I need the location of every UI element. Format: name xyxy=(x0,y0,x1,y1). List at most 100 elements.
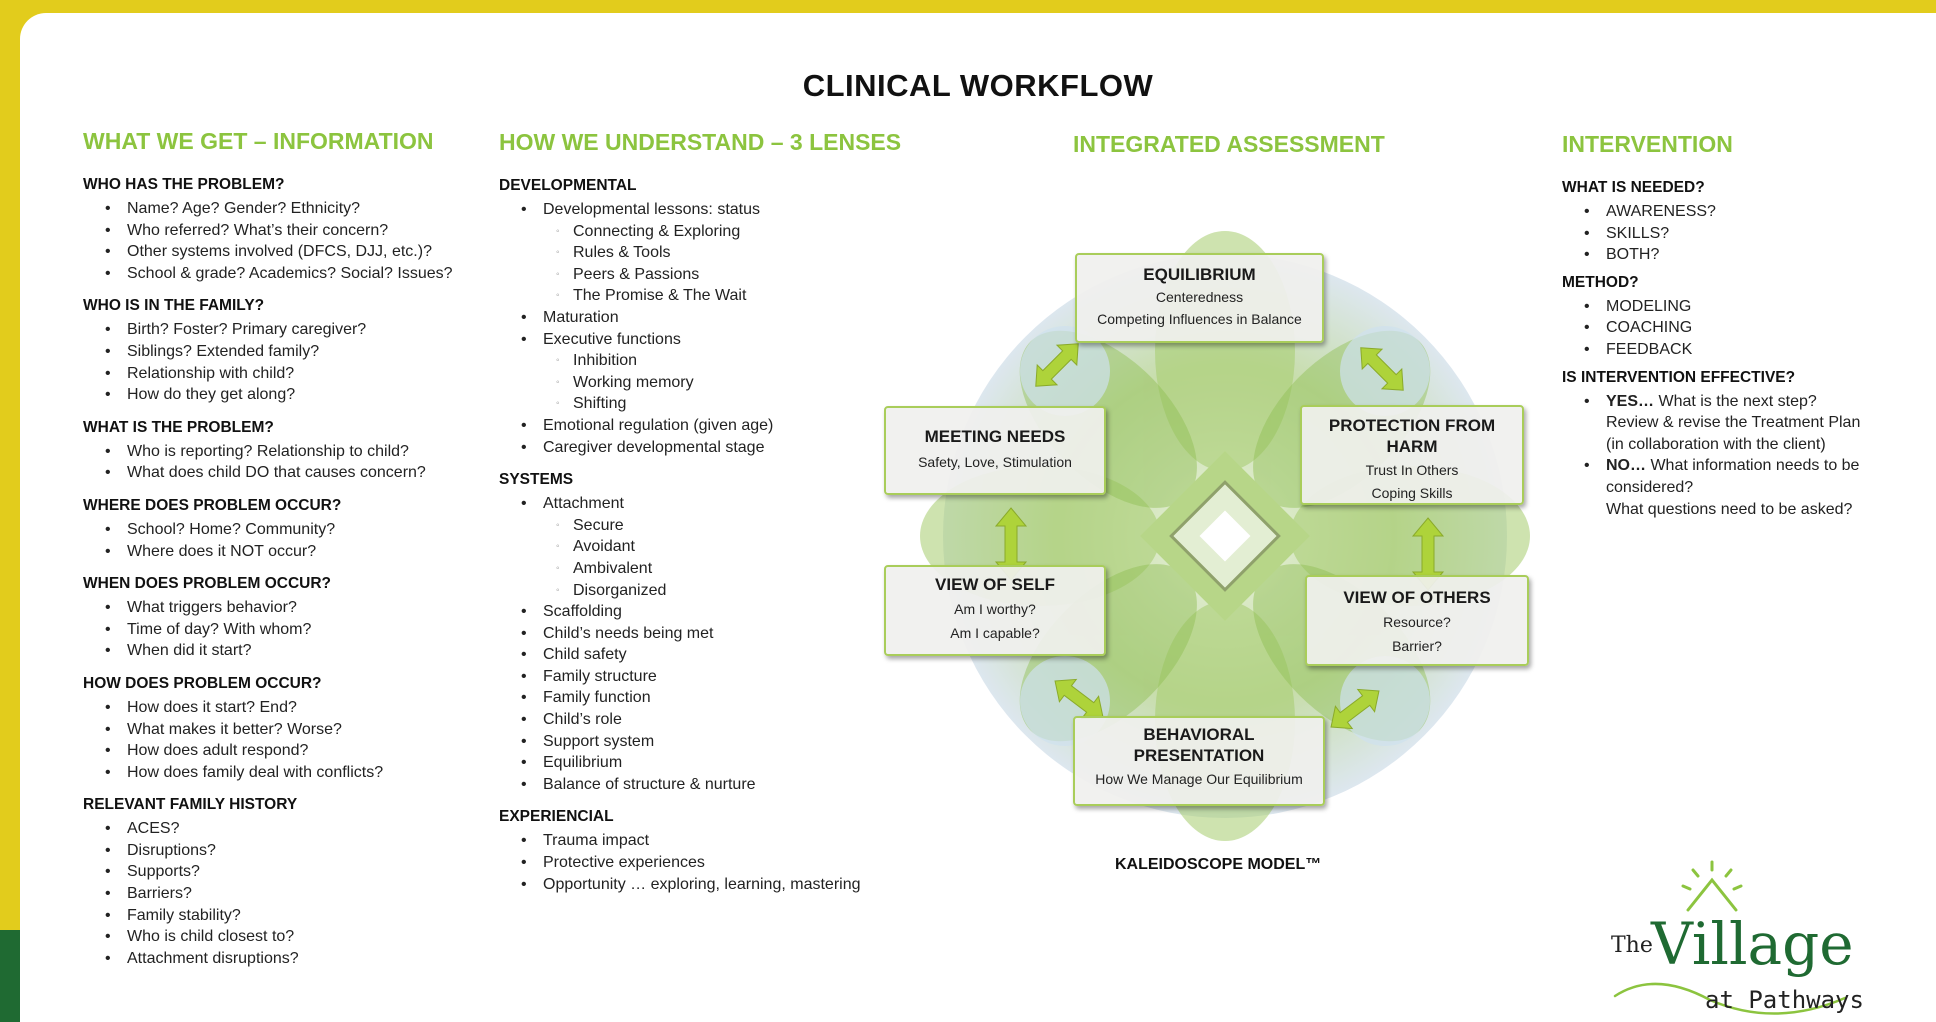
kaleidoscope-model-label: KALEIDOSCOPE MODEL™ xyxy=(1115,856,1322,873)
info-heading: WHAT WE GET – INFORMATION xyxy=(83,128,434,154)
equilibrium-box: EQUILIBRIUM Centeredness Competing Influ… xyxy=(1075,253,1324,343)
list-item: How does it start? End? xyxy=(83,697,453,719)
list-item: What does child DO that causes concern? xyxy=(83,462,453,484)
behavioral-line1: How We Manage Our Equilibrium xyxy=(1095,771,1303,787)
list-item: Attachment xyxy=(499,493,861,515)
protection-line1: Trust In Others xyxy=(1365,462,1459,478)
method-list: MODELING COACHING FEEDBACK xyxy=(1562,296,1860,361)
list-item: AWARENESS? xyxy=(1562,201,1860,223)
list-item: Maturation xyxy=(499,307,861,329)
list-item: Time of day? With whom? xyxy=(83,619,453,641)
protection-line2: Coping Skills xyxy=(1371,485,1453,501)
list-item: Where does it NOT occur? xyxy=(83,541,453,563)
list-item: Child safety xyxy=(499,644,861,666)
info-section-list: ACES?Disruptions?Supports?Barriers?Famil… xyxy=(83,818,453,969)
intervention-heading: INTERVENTION xyxy=(1562,131,1733,157)
list-item: How does adult respond? xyxy=(83,740,453,762)
list-item: What triggers behavior? xyxy=(83,597,453,619)
list-item: How does family deal with conflicts? xyxy=(83,762,453,784)
info-section-title: WHERE DOES PROBLEM OCCUR? xyxy=(83,496,342,514)
meeting-line1: Safety, Love, Stimulation xyxy=(918,454,1072,470)
logo-the: The xyxy=(1611,933,1653,958)
list-item: Working memory xyxy=(499,372,861,394)
intervention-list: WHAT IS NEEDED? AWARENESS? SKILLS? BOTH?… xyxy=(1562,179,1860,533)
arrow-equilibrium-meeting xyxy=(1035,343,1079,387)
list-item: Caregiver developmental stage xyxy=(499,437,861,459)
list-item: Emotional regulation (given age) xyxy=(499,415,861,437)
needed-list: AWARENESS? SKILLS? BOTH? xyxy=(1562,201,1860,266)
behavioral-title1: BEHAVIORAL xyxy=(1143,725,1255,744)
info-section-title: HOW DOES PROBLEM OCCUR? xyxy=(83,674,322,692)
view-self-line1: Am I worthy? xyxy=(954,601,1036,617)
list-item: Disorganized xyxy=(499,580,861,602)
list-item: Family function xyxy=(499,687,861,709)
list-item: Trauma impact xyxy=(499,830,861,852)
protection-box: PROTECTION FROM HARM Trust In Others Cop… xyxy=(1300,405,1524,505)
experiential-title: EXPERIENCIAL xyxy=(499,808,614,826)
list-item-continuation: What questions need to be asked? xyxy=(1606,500,1853,518)
list-item: Family structure xyxy=(499,666,861,688)
info-section-list: Name? Age? Gender? Ethnicity?Who referre… xyxy=(83,198,453,284)
info-section-list: Who is reporting? Relationship to child?… xyxy=(83,441,453,484)
list-item: Inhibition xyxy=(499,350,861,372)
list-item: Disruptions? xyxy=(83,840,453,862)
effective-title: IS INTERVENTION EFFECTIVE? xyxy=(1562,368,1796,386)
list-item: Shifting xyxy=(499,393,861,415)
assessment-heading: INTEGRATED ASSESSMENT xyxy=(1073,131,1385,157)
view-of-others-box: VIEW OF OTHERS Resource? Barrier? xyxy=(1305,575,1529,666)
info-section-list: Birth? Foster? Primary caregiver?Sibling… xyxy=(83,319,453,405)
developmental-title: DEVELOPMENTAL xyxy=(499,177,637,194)
list-item: School & grade? Academics? Social? Issue… xyxy=(83,263,453,285)
list-item: Rules & Tools xyxy=(499,242,861,264)
list-item: Support system xyxy=(499,731,861,753)
list-item: MODELING xyxy=(1562,296,1860,318)
no-label: NO… xyxy=(1606,457,1646,475)
experiential-list: Trauma impact Protective experiences Opp… xyxy=(499,830,861,895)
list-item: When did it start? xyxy=(83,640,453,662)
list-item: Who is child closest to? xyxy=(83,926,453,948)
list-item: Equilibrium xyxy=(499,752,861,774)
info-section-title: WHAT IS THE PROBLEM? xyxy=(83,418,274,436)
list-item-continuation: (in collaboration with the client) xyxy=(1606,435,1826,453)
info-section-list: What triggers behavior?Time of day? With… xyxy=(83,597,453,662)
systems-list: Attachment Secure Avoidant Ambivalent Di… xyxy=(499,493,861,795)
list-item: BOTH? xyxy=(1562,244,1860,266)
list-item: Barriers? xyxy=(83,883,453,905)
info-section-title: WHO IS IN THE FAMILY? xyxy=(83,297,265,315)
equilibrium-title: EQUILIBRIUM xyxy=(1143,265,1256,284)
list-item: Other systems involved (DFCS, DJJ, etc.)… xyxy=(83,241,453,263)
list-item: Avoidant xyxy=(499,536,861,558)
developmental-list: Developmental lessons: status Connecting… xyxy=(499,199,861,458)
needed-title: WHAT IS NEEDED? xyxy=(1562,179,1705,196)
list-item: Child’s role xyxy=(499,709,861,731)
list-item: Who referred? What’s their concern? xyxy=(83,220,453,242)
protection-title1: PROTECTION FROM xyxy=(1328,416,1496,435)
list-item-continuation: considered? xyxy=(1606,478,1694,496)
list-item: FEEDBACK xyxy=(1562,339,1860,361)
view-others-line2: Barrier? xyxy=(1392,638,1442,654)
list-item: Balance of structure & nurture xyxy=(499,774,861,796)
list-item: Siblings? Extended family? xyxy=(83,341,453,363)
meeting-needs-box: MEETING NEEDS Safety, Love, Stimulation xyxy=(884,406,1106,495)
list-item: Opportunity … exploring, learning, maste… xyxy=(499,874,861,896)
lenses-heading: HOW WE UNDERSTAND – 3 LENSES xyxy=(499,129,902,155)
list-item-no: NO… What information needs to be xyxy=(1562,455,1860,477)
list-item: Scaffolding xyxy=(499,601,861,623)
list-item: Who is reporting? Relationship to child? xyxy=(83,441,453,463)
info-section-title: WHO HAS THE PROBLEM? xyxy=(83,176,285,193)
village-pathways-logo: The Village at Pathways xyxy=(1611,860,1864,1015)
view-of-self-box: VIEW OF SELF Am I worthy? Am I capable? xyxy=(884,565,1106,656)
behavioral-title2: PRESENTATION xyxy=(1133,746,1265,765)
list-item: Developmental lessons: status xyxy=(499,199,861,221)
yes-text: What is the next step? xyxy=(1654,392,1817,410)
page-title: CLINICAL WORKFLOW xyxy=(802,68,1154,103)
list-item: Child’s needs being met xyxy=(499,623,861,645)
no-text: What information needs to be xyxy=(1646,457,1860,475)
list-item: School? Home? Community? xyxy=(83,519,453,541)
info-section-title: RELEVANT FAMILY HISTORY xyxy=(83,796,298,814)
view-others-title: VIEW OF OTHERS xyxy=(1343,588,1491,607)
protection-title2: HARM xyxy=(1386,437,1438,456)
list-item: Birth? Foster? Primary caregiver? xyxy=(83,319,453,341)
view-others-line1: Resource? xyxy=(1383,614,1451,630)
arrow-equilibrium-protection xyxy=(1360,347,1404,391)
